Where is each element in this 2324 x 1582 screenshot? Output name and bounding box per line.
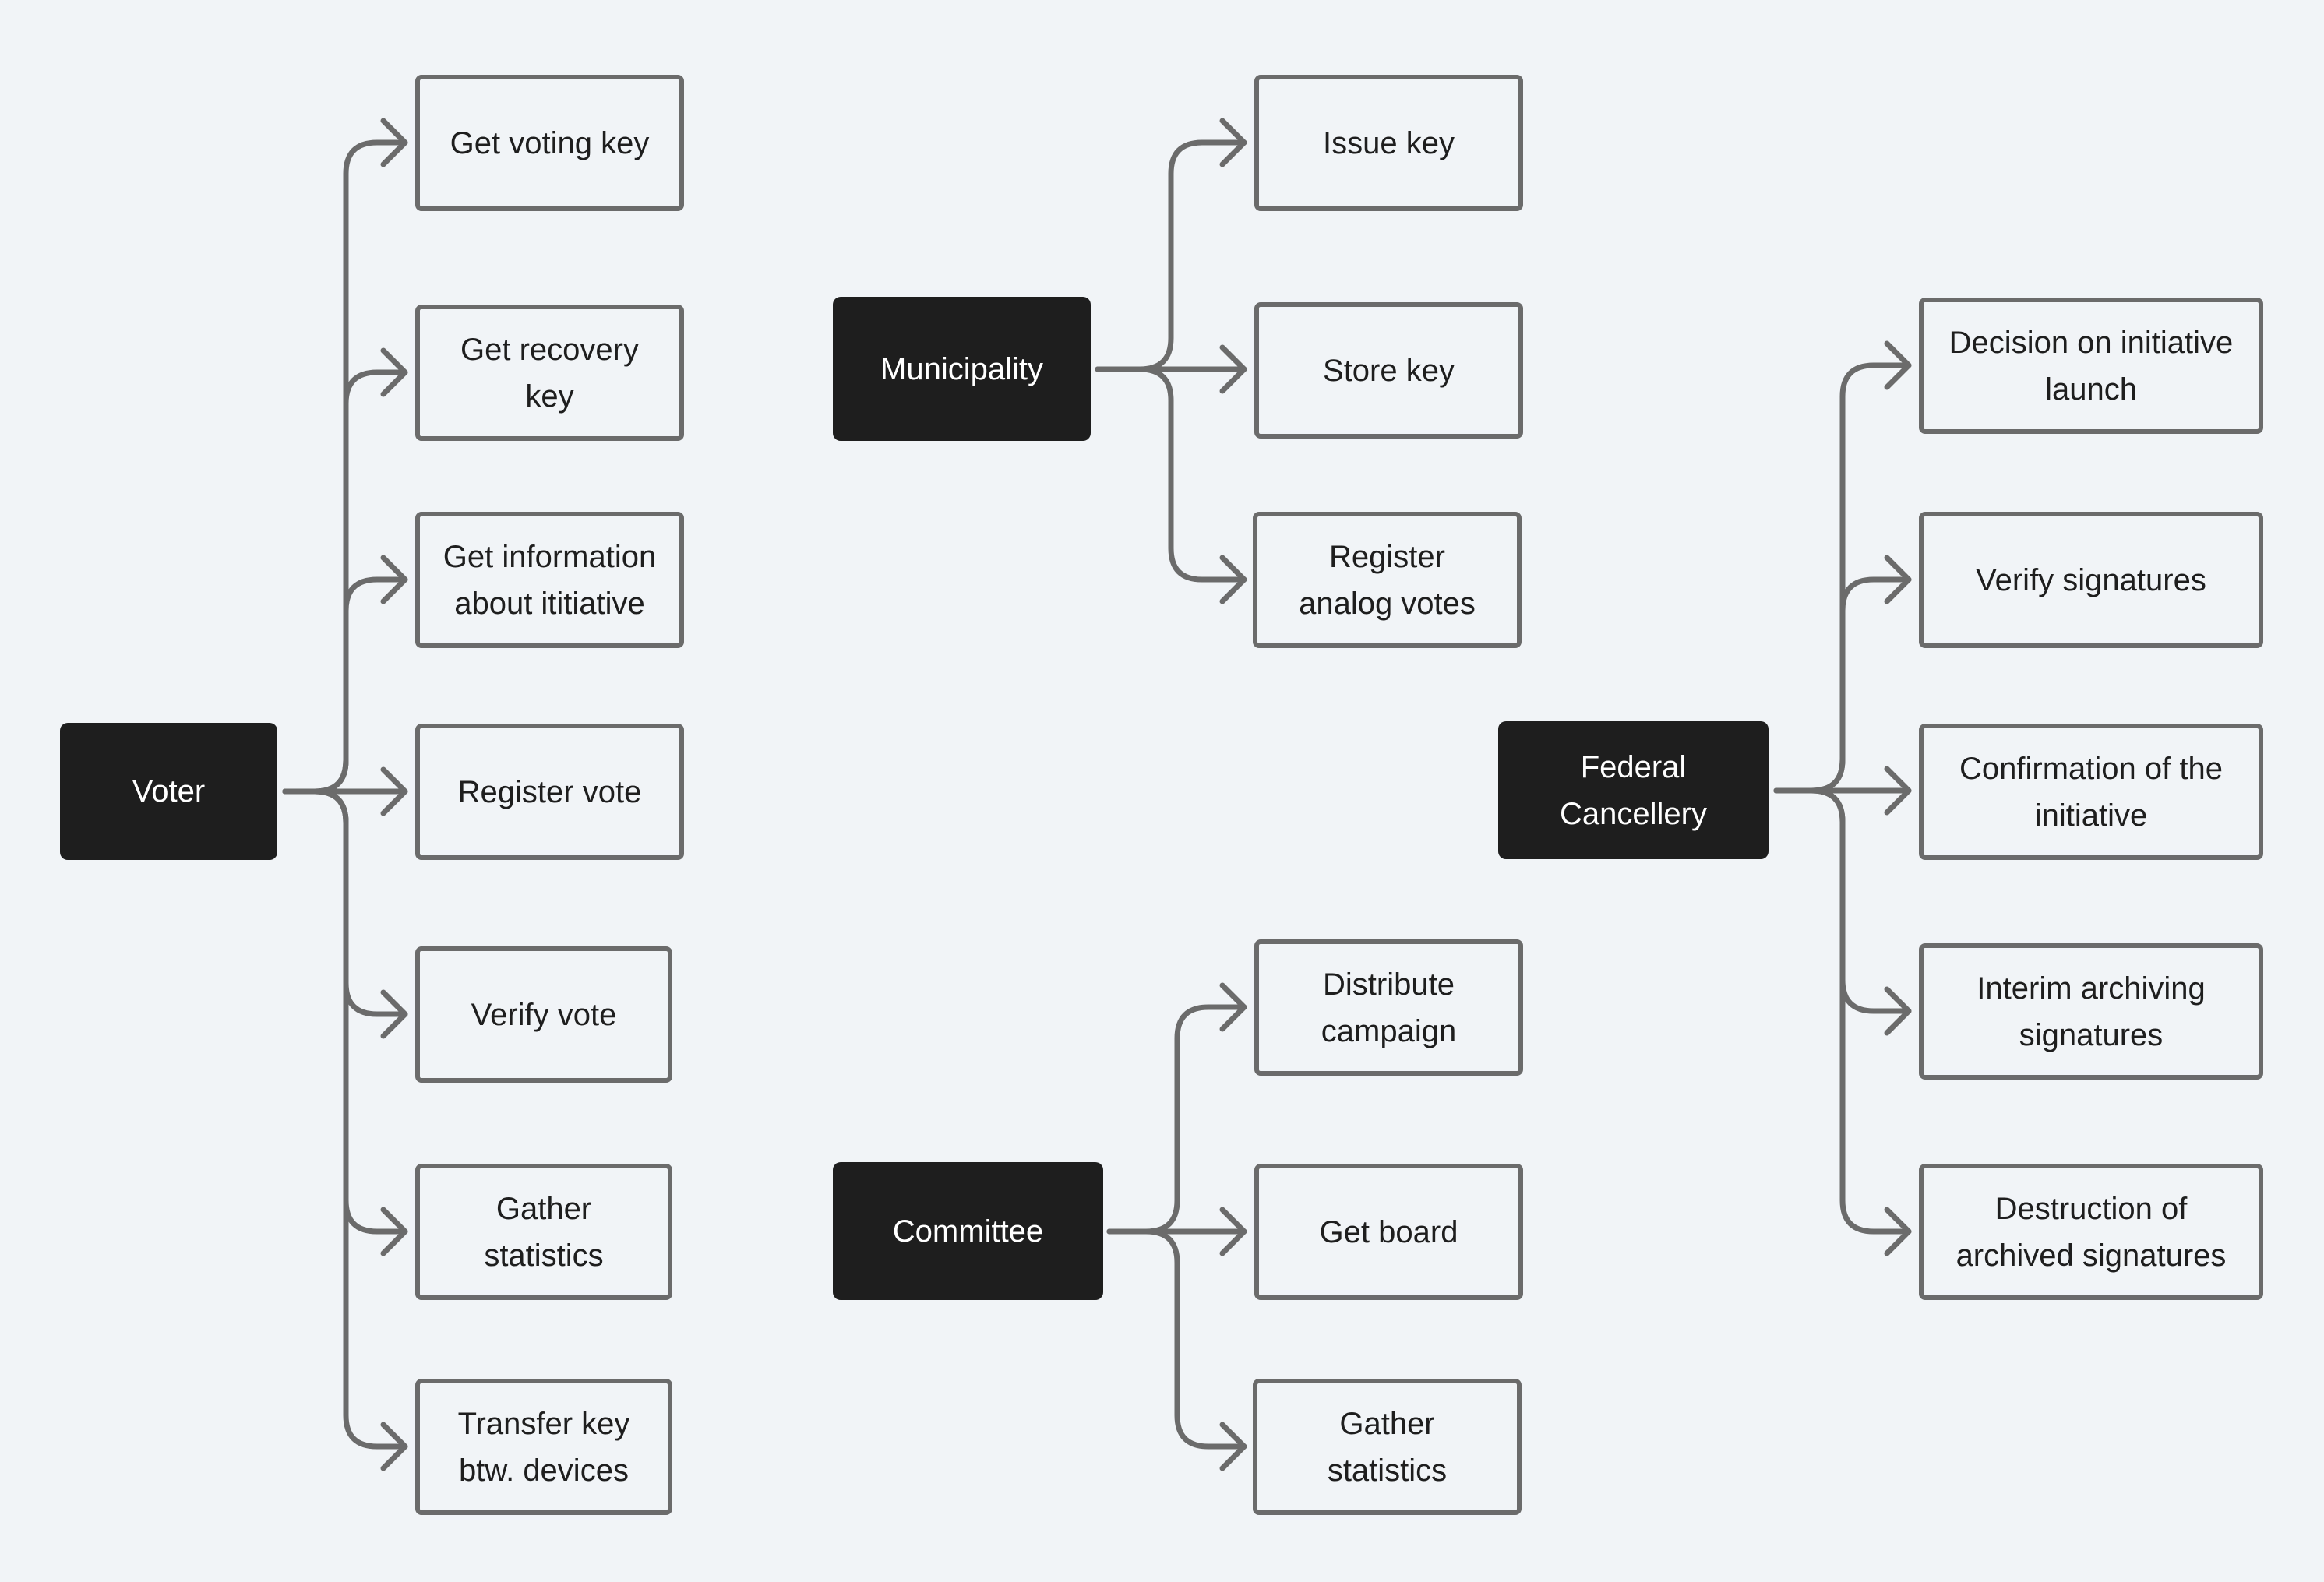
actor-federal-cancellery-label: Federal Cancellery [1560,749,1707,831]
federal-action-box: Destruction of archived signatures [1919,1164,2263,1300]
arrowhead-icon [380,989,408,1039]
municipality-action-box: Register analog votes [1253,512,1522,648]
voter-action-label: Verify vote [471,997,617,1032]
federal-action-box: Confirmation of the initiative [1919,724,2263,860]
federal-action-box: Verify signatures [1919,512,2263,648]
voter-action-box: Verify vote [415,946,672,1083]
arrowhead-icon [1884,340,1912,390]
voter-connector [282,576,408,795]
committee-connector [1106,1228,1247,1450]
arrowhead-icon [380,766,408,816]
arrowhead-icon [380,118,408,167]
arrowhead-icon [380,347,408,397]
committee-action-label: Gather statistics [1327,1406,1448,1488]
committee-action-box: Distribute campaign [1254,939,1523,1076]
actor-federal-cancellery: Federal Cancellery [1498,721,1769,859]
actor-voter: Voter [60,723,277,860]
voter-action-label: Transfer key btw. devices [457,1406,630,1488]
voter-action-box: Get recovery key [415,305,684,441]
municipality-action-box: Issue key [1254,75,1523,211]
actor-municipality: Municipality [833,297,1091,441]
arrowhead-icon [380,555,408,604]
voter-action-label: Get recovery key [460,332,639,414]
committee-action-label: Distribute campaign [1321,967,1457,1048]
federal-action-label: Decision on initiative launch [1948,325,2234,407]
voter-action-box: Transfer key btw. devices [415,1379,672,1515]
voter-action-label: Gather statistics [484,1191,604,1273]
federal-action-box: Decision on initiative launch [1919,298,2263,434]
municipality-action-box: Store key [1254,302,1523,439]
committee-action-box: Gather statistics [1253,1379,1522,1515]
arrowhead-icon [1219,555,1247,604]
voter-action-box: Register vote [415,724,684,860]
arrowhead-icon [1219,1207,1247,1256]
actor-committee-label: Committee [892,1214,1044,1249]
arrowhead-icon [1884,555,1912,604]
municipality-action-label: Register analog votes [1299,539,1476,621]
arrowhead-icon [1219,118,1247,167]
federal-action-label: Interim archiving signatures [1977,971,2206,1052]
voter-action-box: Get voting key [415,75,684,211]
voter-action-label: Get voting key [450,125,650,160]
federal-action-label: Confirmation of the initiative [1959,751,2223,833]
arrowhead-icon [1884,766,1912,816]
committee-action-box: Get board [1254,1164,1523,1300]
arrowhead-icon [1219,982,1247,1032]
committee-action-label: Get board [1319,1214,1458,1249]
actor-voter-label: Voter [132,774,206,809]
municipality-connector [1095,366,1247,583]
voter-action-label: Get information about ititiative [443,539,657,621]
arrowhead-icon [1884,986,1912,1036]
actor-municipality-label: Municipality [880,351,1043,386]
actor-committee: Committee [833,1162,1103,1300]
arrowhead-icon [1219,1422,1247,1471]
municipality-action-label: Issue key [1323,125,1455,160]
voter-connector [282,788,408,1450]
municipality-connector [1095,139,1247,372]
federal-action-label: Destruction of archived signatures [1955,1191,2227,1273]
arrowhead-icon [1219,344,1247,394]
committee-connector [1106,1004,1247,1235]
arrowhead-icon [380,1207,408,1256]
municipality-action-label: Store key [1323,353,1455,388]
voter-action-label: Register vote [457,774,642,809]
arrowhead-icon [380,1422,408,1471]
federal-action-box: Interim archiving signatures [1919,943,2263,1080]
voter-action-box: Gather statistics [415,1164,672,1300]
federal-cancellery-connector [1773,576,1912,794]
federal-action-label: Verify signatures [1976,562,2206,597]
voter-action-box: Get information about ititiative [415,512,684,648]
arrowhead-icon [1884,1207,1912,1256]
federal-cancellery-connector [1773,787,1912,1235]
